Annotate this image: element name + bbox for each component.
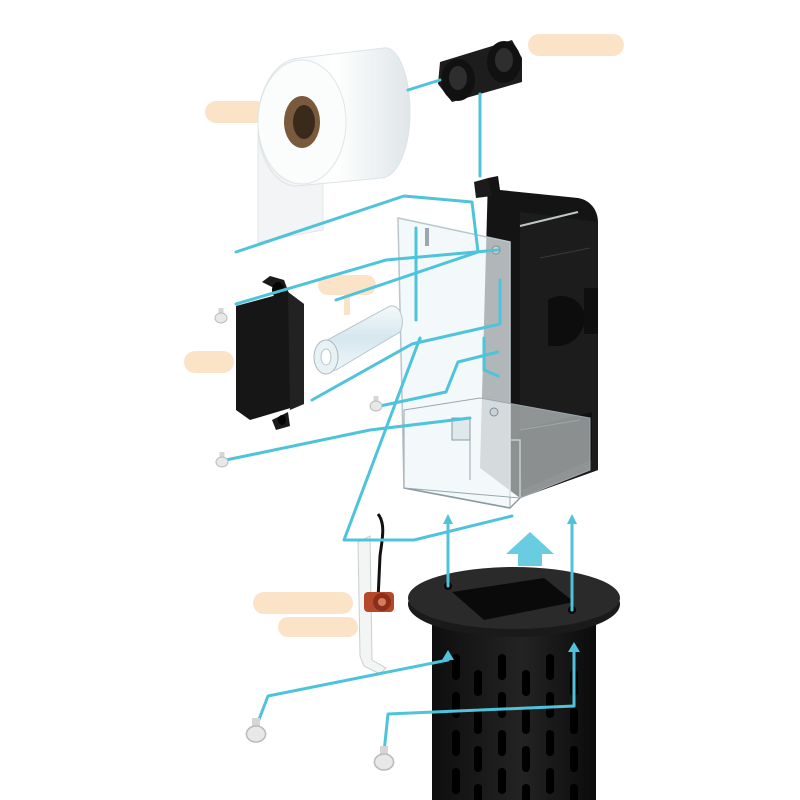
- tower-slot: [474, 670, 482, 696]
- housing-top-left-tab: [474, 178, 492, 198]
- tower-slot: [498, 768, 506, 794]
- tower-slot: [452, 692, 460, 718]
- intake-tower-slots: [452, 654, 578, 800]
- filter-roll: [257, 47, 411, 243]
- motor-unit: [236, 276, 304, 430]
- thumb-screw: [369, 396, 383, 412]
- tower-slot: [522, 784, 530, 800]
- label-bar-float-sensor-1: [253, 592, 353, 614]
- connector-motor-frame-1: [234, 194, 480, 302]
- transparent-roller: [313, 305, 403, 375]
- tower-slot: [498, 730, 506, 756]
- roller-clip: [438, 40, 522, 102]
- thumb-screw: [245, 718, 267, 743]
- label-bar-float-sensor-2: [278, 617, 358, 637]
- connector-screw-tower-right: [382, 646, 576, 754]
- tower-slot: [474, 784, 482, 800]
- tower-slot: [546, 654, 554, 680]
- tower-slot: [546, 692, 554, 718]
- tower-slot: [452, 730, 460, 756]
- tower-slot: [474, 708, 482, 734]
- tower-slot: [570, 784, 578, 800]
- tower-slot: [498, 654, 506, 680]
- thumb-screw: [215, 452, 229, 468]
- connector-roll-to-clip: [406, 78, 442, 92]
- connector-motor-frame-2: [234, 248, 500, 306]
- label-bar-motor-unit: [184, 351, 234, 373]
- intake-tower: [408, 567, 620, 800]
- connector-screw-tower-left: [256, 658, 450, 724]
- connector-motor-screw-low: [224, 416, 472, 462]
- connector-arrowheads: [442, 514, 580, 660]
- connector-frame-mid: [310, 278, 502, 402]
- tower-slot: [498, 692, 506, 718]
- connector-screw-mid: [378, 350, 500, 408]
- tower-slot: [522, 708, 530, 734]
- tower-slot: [570, 708, 578, 734]
- label-placeholders: [184, 34, 624, 637]
- tower-slot: [522, 746, 530, 772]
- acrylic-lower-box: [403, 397, 591, 499]
- thumb-screw: [214, 308, 228, 324]
- label-bar-roller-clip: [528, 34, 624, 56]
- filter-roll-core-hole: [293, 105, 315, 139]
- tower-slot: [452, 768, 460, 794]
- tower-slot: [546, 730, 554, 756]
- tower-slot: [522, 670, 530, 696]
- label-bar-filter-roll: [205, 101, 267, 123]
- water-flow-arrow: [506, 532, 554, 566]
- thumb-screws: [214, 308, 395, 771]
- tower-slot: [570, 746, 578, 772]
- clear-acrylic-frame: [397, 217, 591, 509]
- float-sensor: [357, 513, 394, 675]
- thumb-screw: [373, 746, 395, 771]
- assembly-connector-lines: [224, 78, 576, 754]
- tower-slot: [452, 654, 460, 680]
- connector-frame-right: [482, 336, 500, 378]
- tower-slot: [474, 746, 482, 772]
- housing-side-knob: [548, 296, 585, 346]
- tower-slot: [546, 768, 554, 794]
